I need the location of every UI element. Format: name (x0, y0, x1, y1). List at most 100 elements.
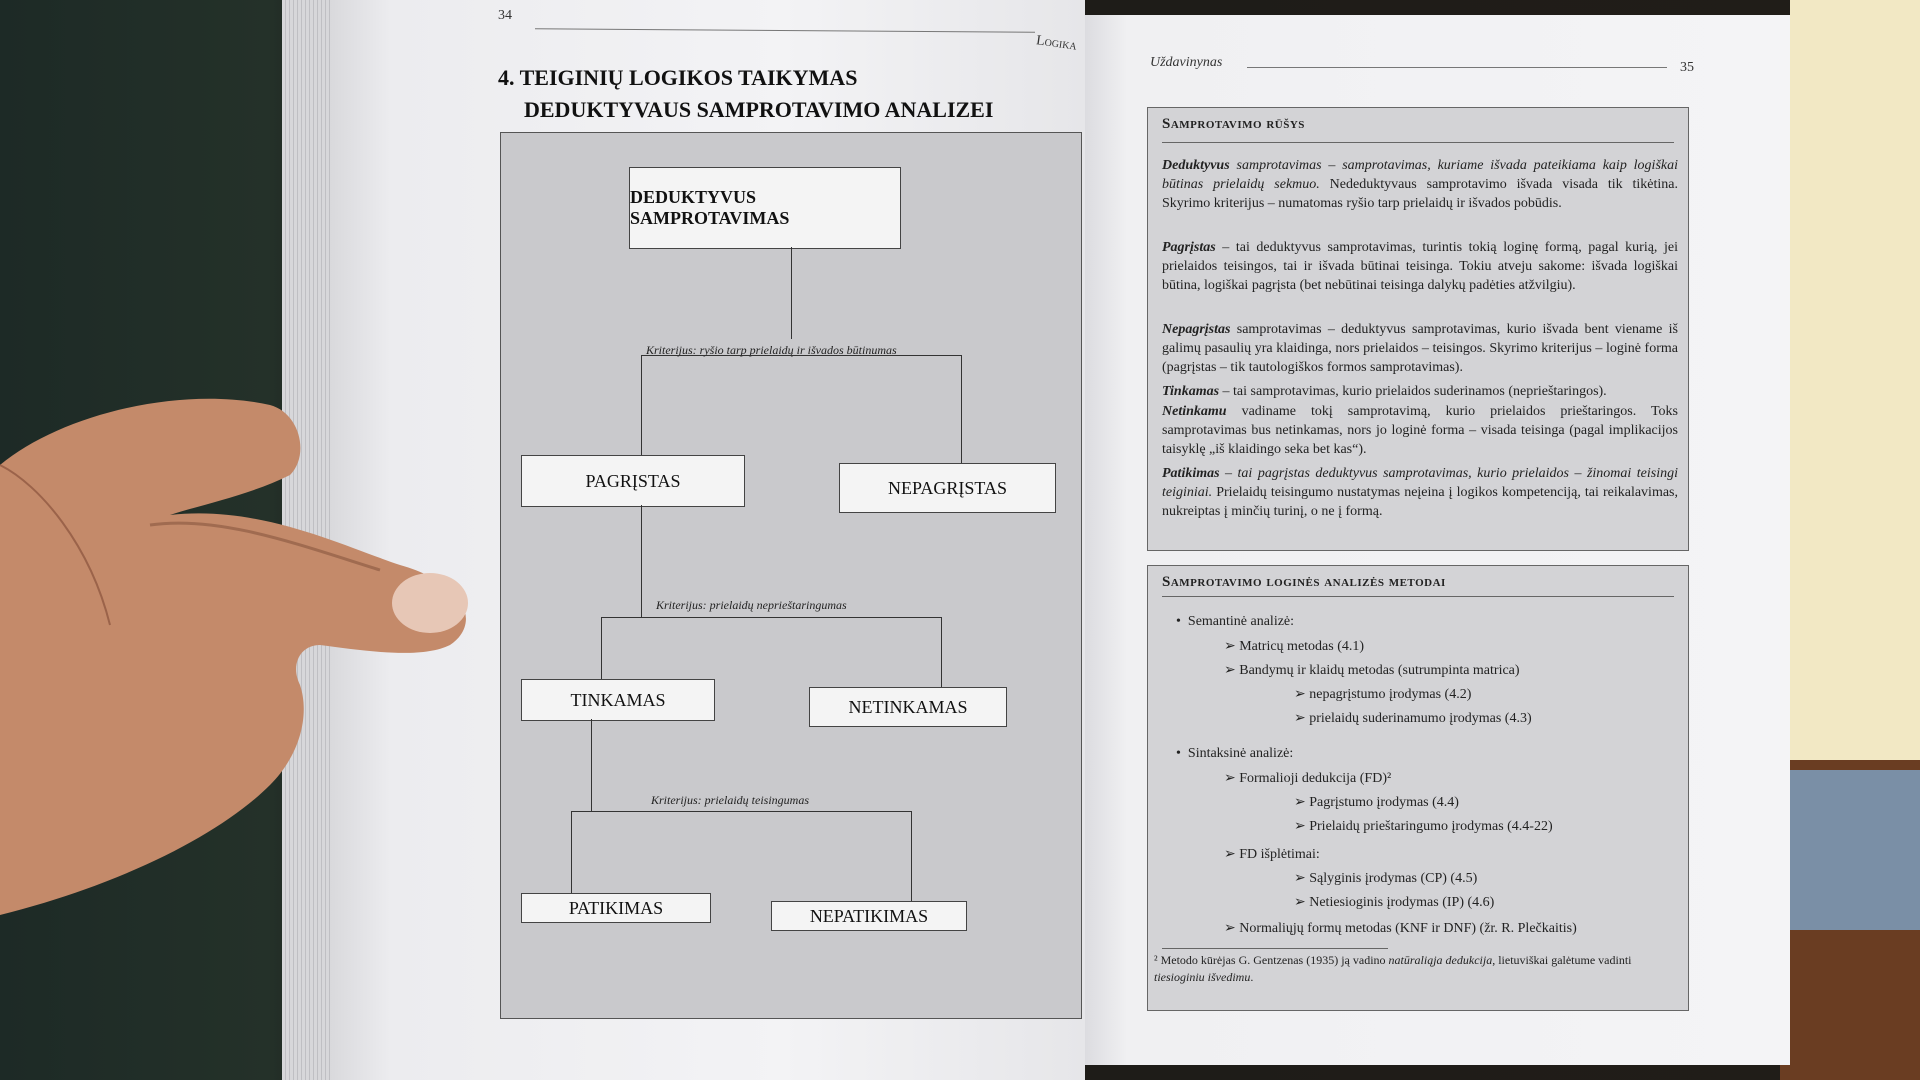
chapter-title: 4. TEIGINIŲ LOGIKOS TAIKYMAS DEDUKTYVAUS… (498, 62, 993, 126)
method-label: Normaliųjų formų metodas (KNF ir DNF) (ž… (1239, 921, 1577, 936)
para-deductive: Deduktyvus samprotavimas – samprotavimas… (1162, 156, 1678, 213)
connector (601, 617, 602, 679)
connector (571, 811, 911, 812)
deduction-diagram: DEDUKTYVUS SAMPROTAVIMAS Kriterijus: ryš… (500, 132, 1082, 1019)
blue-card (1790, 770, 1920, 930)
connector (961, 355, 962, 463)
text-sound: Prielaidų teisingumo nustatymas neįeina … (1162, 485, 1678, 519)
method-label: nepagrįstumo įrodymas (4.2) (1309, 687, 1472, 702)
definition-sound: – tai pagrįstas deduktyvus samprotavimas… (1162, 466, 1678, 500)
term-invalid: Nepagrįstas (1162, 322, 1231, 337)
criterion-truth: Kriterijus: prielaidų teisingumas (651, 793, 810, 807)
method-item: ➢ Formalioji dedukcija (FD)² (1224, 771, 1392, 786)
para-proper: Tinkamas – tai samprotavimas, kurio prie… (1162, 382, 1678, 401)
method-label: FD išplėtimai: (1239, 847, 1320, 862)
panel1-rule (1162, 142, 1674, 143)
method-label: Prielaidų prieštaringumo įrodymas (4.4-2… (1309, 819, 1553, 834)
hand (0, 398, 468, 915)
chapter-title-line2: DEDUKTYVAUS SAMPROTAVIMO ANALIZEI (524, 97, 994, 122)
header-rule-left (535, 28, 1035, 33)
term-valid: Pagrįstas (1162, 240, 1216, 255)
node-deductive-reasoning: DEDUKTYVUS SAMPROTAVIMAS (629, 167, 901, 249)
node-proper: TINKAMAS (521, 679, 715, 721)
node-invalid: NEPAGRĮSTAS (839, 463, 1056, 513)
para-invalid: Nepagrįstas samprotavimas – deduktyvus s… (1162, 320, 1678, 377)
method-label: prielaidų suderinamumo įrodymas (4.3) (1309, 711, 1532, 726)
criterion-necessity: Kriterijus: ryšio tarp prielaidų ir išva… (646, 343, 897, 357)
footnote-term: tiesioginiu išvedimu (1154, 970, 1251, 984)
term-deductive: Deduktyvus (1162, 158, 1230, 173)
text-improper: vadiname tokį samprotavimą, kurio priela… (1162, 404, 1678, 457)
node-sound: PATIKIMAS (521, 893, 711, 923)
footnote-term: natūraliąja dedukcija (1388, 953, 1493, 967)
page-number-left: 34 (498, 8, 512, 23)
finger-crease (149, 521, 381, 572)
text-deductive: Nededuktyvaus samprotavimo išvada visada… (1162, 177, 1679, 211)
text-valid: – tai deduktyvus samprotavimas, turintis… (1162, 240, 1678, 293)
method-item: ➢ Prielaidų prieštaringumo įrodymas (4.4… (1294, 819, 1553, 834)
method-item: • Semantinė analizė: (1176, 614, 1295, 629)
method-item: ➢ prielaidų suderinamumo įrodymas (4.3) (1294, 711, 1532, 726)
method-label: Bandymų ir klaidų metodas (sutrumpinta m… (1239, 663, 1520, 678)
connector (911, 811, 912, 901)
connector (571, 811, 572, 893)
footnote-rule (1162, 948, 1388, 949)
method-label: Sąlyginis įrodymas (CP) (4.5) (1309, 871, 1478, 886)
method-item: ➢ nepagrįstumo įrodymas (4.2) (1294, 687, 1472, 702)
palm-crease (0, 464, 111, 626)
panel2-title: Samprotavimo loginės analizės metodai (1162, 574, 1446, 590)
footnote: ² Metodo kūrėjas G. Gentzenas (1935) ją … (1154, 952, 1682, 986)
footnote-text: , lietuviškai galėtume vadinti (1492, 953, 1632, 967)
method-item: ➢ FD išplėtimai: (1224, 847, 1320, 862)
method-label: Pagrįstumo įrodymas (4.4) (1309, 795, 1459, 810)
connector (791, 247, 792, 339)
method-item: ➢ Bandymų ir klaidų metodas (sutrumpinta… (1224, 663, 1520, 678)
text-proper: – tai samprotavimas, kurio prielaidos su… (1219, 384, 1607, 399)
method-label: Semantinė analizė: (1187, 614, 1295, 629)
page-number-right: 35 (1680, 60, 1694, 75)
panel-reasoning-types: Samprotavimo rūšys Deduktyvus samprotavi… (1147, 107, 1689, 551)
panel-analysis-methods: Samprotavimo loginės analizės metodai • … (1147, 565, 1689, 1011)
method-item: ➢ Normaliųjų formų metodas (KNF ir DNF) … (1224, 921, 1577, 936)
para-valid: Pagrįstas – tai deduktyvus samprotavimas… (1162, 238, 1678, 295)
hand-shape (0, 398, 466, 915)
method-item: ➢ Pagrįstumo įrodymas (4.4) (1294, 795, 1459, 810)
thumbnail (392, 573, 468, 633)
panel1-title: Samprotavimo rūšys (1162, 116, 1305, 132)
background-wall (1790, 0, 1920, 770)
connector (591, 719, 592, 811)
method-item: ➢ Sąlyginis įrodymas (CP) (4.5) (1294, 871, 1478, 886)
header-rule-right (1247, 67, 1667, 68)
criterion-consistency: Kriterijus: prielaidų neprieštaringumas (656, 598, 847, 612)
method-item: • Sintaksinė analizė: (1176, 746, 1294, 761)
node-improper: NETINKAMAS (809, 687, 1007, 727)
definition-deductive: samprotavimas – samprotavimas, kuriame i… (1162, 158, 1678, 192)
right-page: Uždavinynas 35 Samprotavimo rūšys Dedukt… (1085, 15, 1790, 1065)
panel2-rule (1162, 596, 1674, 597)
footnote-text: ² Metodo kūrėjas G. Gentzenas (1935) ją … (1154, 953, 1389, 967)
para-improper: Netinkamu vadiname tokį samprotavimą, ku… (1162, 402, 1678, 459)
para-sound: Patikimas – tai pagrįstas deduktyvus sam… (1162, 464, 1678, 521)
text-invalid: samprotavimas – deduktyvus samprotavimas… (1162, 322, 1678, 375)
method-label: Formalioji dedukcija (FD)² (1239, 771, 1392, 786)
term-proper: Tinkamas (1162, 384, 1220, 399)
connector (641, 355, 642, 455)
term-sound: Patikimas (1162, 466, 1220, 481)
running-head-right: Uždavinynas (1150, 55, 1223, 70)
method-label: Netiesioginis įrodymas (IP) (4.6) (1309, 895, 1495, 910)
connector (641, 355, 961, 356)
node-valid: PAGRĮSTAS (521, 455, 745, 507)
node-unsound: NEPATIKIMAS (771, 901, 967, 931)
connector (941, 617, 942, 687)
running-head-left: Logika (1035, 33, 1078, 54)
term-improper: Netinkamu (1162, 404, 1227, 419)
method-item: ➢ Matricų metodas (4.1) (1224, 639, 1365, 654)
footnote-text: . (1250, 970, 1254, 984)
left-page: 34 Logika 4. TEIGINIŲ LOGIKOS TAIKYMAS D… (330, 0, 1085, 1080)
connector (641, 505, 642, 617)
method-label: Matricų metodas (4.1) (1239, 639, 1365, 654)
method-item: ➢ Netiesioginis įrodymas (IP) (4.6) (1294, 895, 1495, 910)
method-label: Sintaksinė analizė: (1187, 746, 1294, 761)
connector (601, 617, 941, 618)
chapter-title-line1: 4. TEIGINIŲ LOGIKOS TAIKYMAS (498, 65, 858, 90)
